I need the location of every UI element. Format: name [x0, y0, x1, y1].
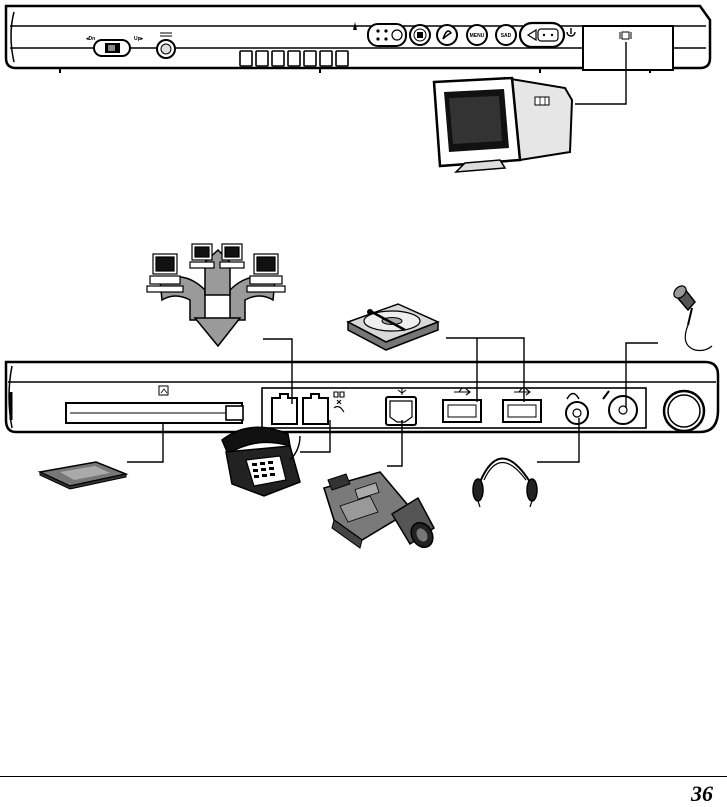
media-button-1[interactable] [410, 25, 430, 45]
hard-disk-icon [348, 304, 438, 350]
page-number: 36 [691, 781, 713, 807]
telephone-icon [222, 427, 300, 496]
volume-up-label: Up▸ [134, 36, 144, 42]
headphones-icon [473, 459, 537, 508]
footer-rule [0, 776, 727, 777]
sad-button-label: SAD [501, 33, 512, 39]
sad-button[interactable]: SAD [496, 25, 516, 45]
dc-in-jack [664, 391, 704, 431]
menu-button[interactable]: MENU [467, 25, 487, 45]
microphone-icon [672, 284, 712, 351]
pc-card-icon [40, 462, 126, 489]
camcorder-icon [324, 472, 437, 551]
vent-slots [240, 51, 348, 66]
media-button-2[interactable] [437, 25, 457, 45]
monitor-port-flap [583, 26, 673, 70]
direction-pad[interactable] [520, 23, 564, 47]
network-computers-icon [147, 244, 285, 346]
monitor-icon [434, 78, 572, 172]
volume-down-label: ◂Dn [85, 36, 95, 42]
volume-slider[interactable] [94, 40, 130, 56]
port-panel [262, 388, 646, 428]
menu-button-label: MENU [470, 33, 485, 39]
